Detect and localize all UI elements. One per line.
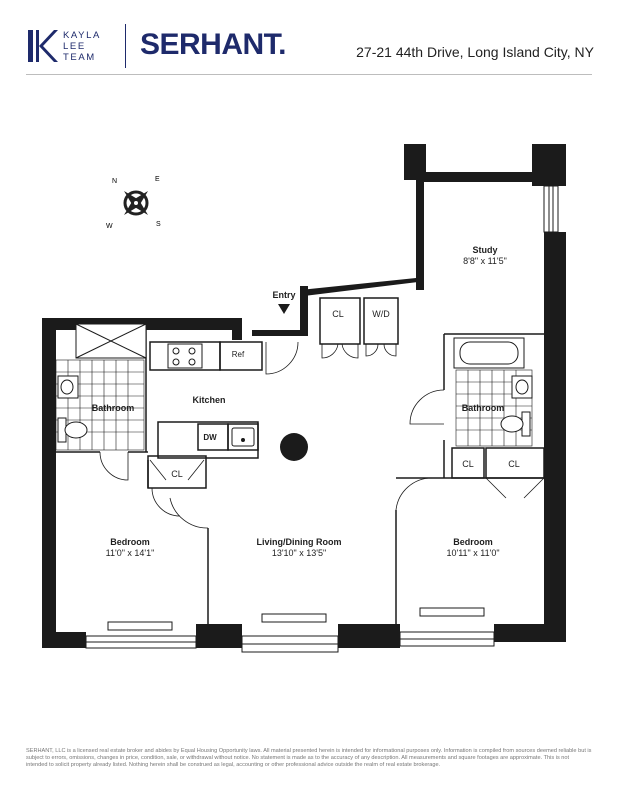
- entry-arrow-icon: [278, 304, 290, 314]
- bedroom-left-dims: 11'0" x 14'1": [106, 548, 155, 558]
- bedroom-right-dims: 10'11" x 11'0": [446, 548, 499, 558]
- legal-disclaimer: SERHANT, LLC is a licensed real estate b…: [26, 748, 592, 768]
- closet-right-1-label: CL: [462, 459, 474, 469]
- page-header: KAYLA LEE TEAM SERHANT. 27-21 44th Drive…: [0, 0, 618, 86]
- team-line-2: LEE: [63, 41, 86, 52]
- compass-s: S: [156, 221, 161, 228]
- stove-icon: [167, 343, 203, 369]
- left-sink-icon: [57, 375, 79, 399]
- exterior-walls: [42, 144, 566, 648]
- team-line-3: TEAM: [63, 52, 96, 63]
- interior-walls: [56, 297, 545, 624]
- team-line-1: KAYLA: [63, 30, 101, 41]
- bathtub-icon: [453, 337, 525, 369]
- fridge-label: Ref: [232, 350, 245, 359]
- washer-dryer-label: W/D: [372, 309, 390, 319]
- right-window: [543, 185, 559, 233]
- kl-monogram-logo: [28, 30, 58, 62]
- structural-column: [280, 433, 308, 461]
- living-dining-label: Living/Dining Room: [257, 537, 342, 547]
- door-swings: [99, 341, 545, 529]
- bathroom-right-label: Bathroom: [462, 403, 505, 413]
- bedroom-left-label: Bedroom: [110, 537, 150, 547]
- compass-e: E: [155, 176, 160, 183]
- kitchen-label: Kitchen: [192, 395, 225, 405]
- radiators: [107, 607, 485, 631]
- compass-n: N: [112, 178, 117, 185]
- property-address: 27-21 44th Drive, Long Island City, NY: [356, 44, 594, 60]
- study-dims: 8'8" x 11'5": [463, 256, 507, 266]
- compass-icon: [123, 190, 149, 216]
- header-rule: [26, 74, 592, 75]
- brand-logo: SERHANT.: [140, 28, 287, 61]
- bottom-windows: [85, 631, 495, 653]
- left-toilet-icon: [57, 417, 88, 443]
- closet-left-label: CL: [171, 469, 183, 479]
- right-sink-icon: [511, 375, 533, 399]
- living-dining-dims: 13'10" x 13'5": [272, 548, 326, 558]
- shower-icon: [75, 323, 147, 359]
- dishwasher-label: DW: [203, 433, 217, 442]
- compass-w: W: [106, 223, 113, 230]
- closet-entry-label: CL: [332, 309, 344, 319]
- team-name: KAYLA LEE TEAM: [63, 30, 101, 63]
- logo-divider: [125, 24, 126, 68]
- study-label: Study: [472, 245, 497, 255]
- bedroom-right-label: Bedroom: [453, 537, 493, 547]
- entry-label: Entry: [272, 290, 295, 300]
- kitchen-sink-icon: [231, 427, 255, 447]
- bathroom-left-label: Bathroom: [92, 403, 135, 413]
- right-toilet-icon: [500, 411, 531, 437]
- closet-right-2-label: CL: [508, 459, 520, 469]
